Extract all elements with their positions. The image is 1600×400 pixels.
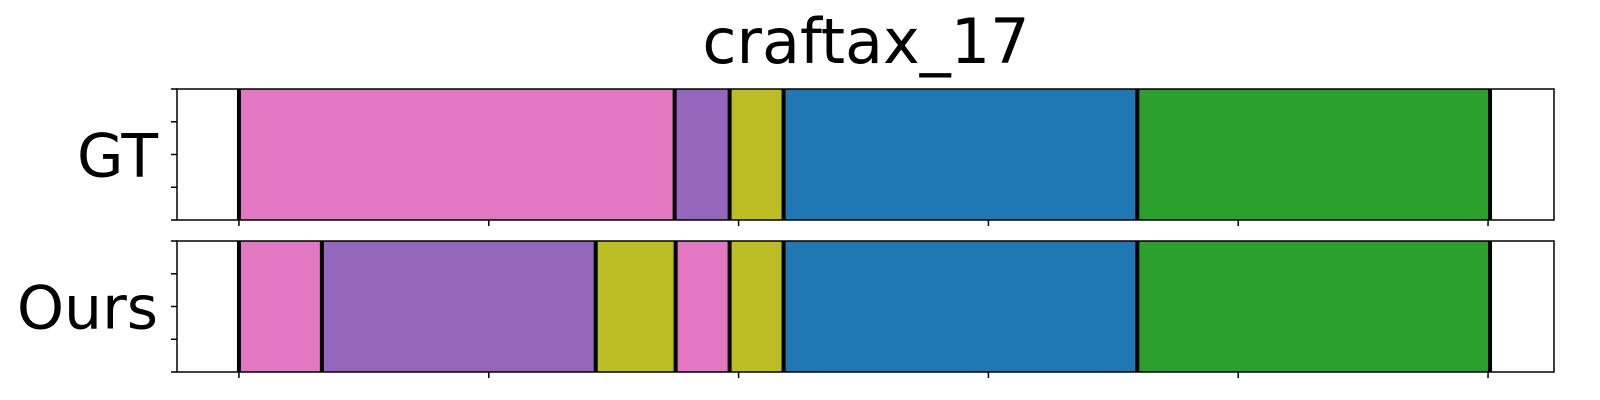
- segment: [783, 241, 1138, 372]
- segment: [729, 89, 784, 220]
- row-label: GT: [77, 122, 158, 192]
- segment: [675, 241, 730, 372]
- row-1: Ours: [17, 240, 1555, 378]
- row-label: Ours: [17, 274, 158, 344]
- segment: [783, 89, 1138, 220]
- chart-title: craftax_17: [702, 5, 1029, 78]
- segment: [238, 89, 675, 220]
- row-0: GT: [77, 88, 1555, 226]
- segment: [1137, 89, 1491, 220]
- segment: [729, 241, 784, 372]
- segment: [595, 241, 676, 372]
- segment: [321, 241, 596, 372]
- segment: [674, 89, 730, 220]
- segment: [238, 241, 322, 372]
- segment: [1137, 241, 1491, 372]
